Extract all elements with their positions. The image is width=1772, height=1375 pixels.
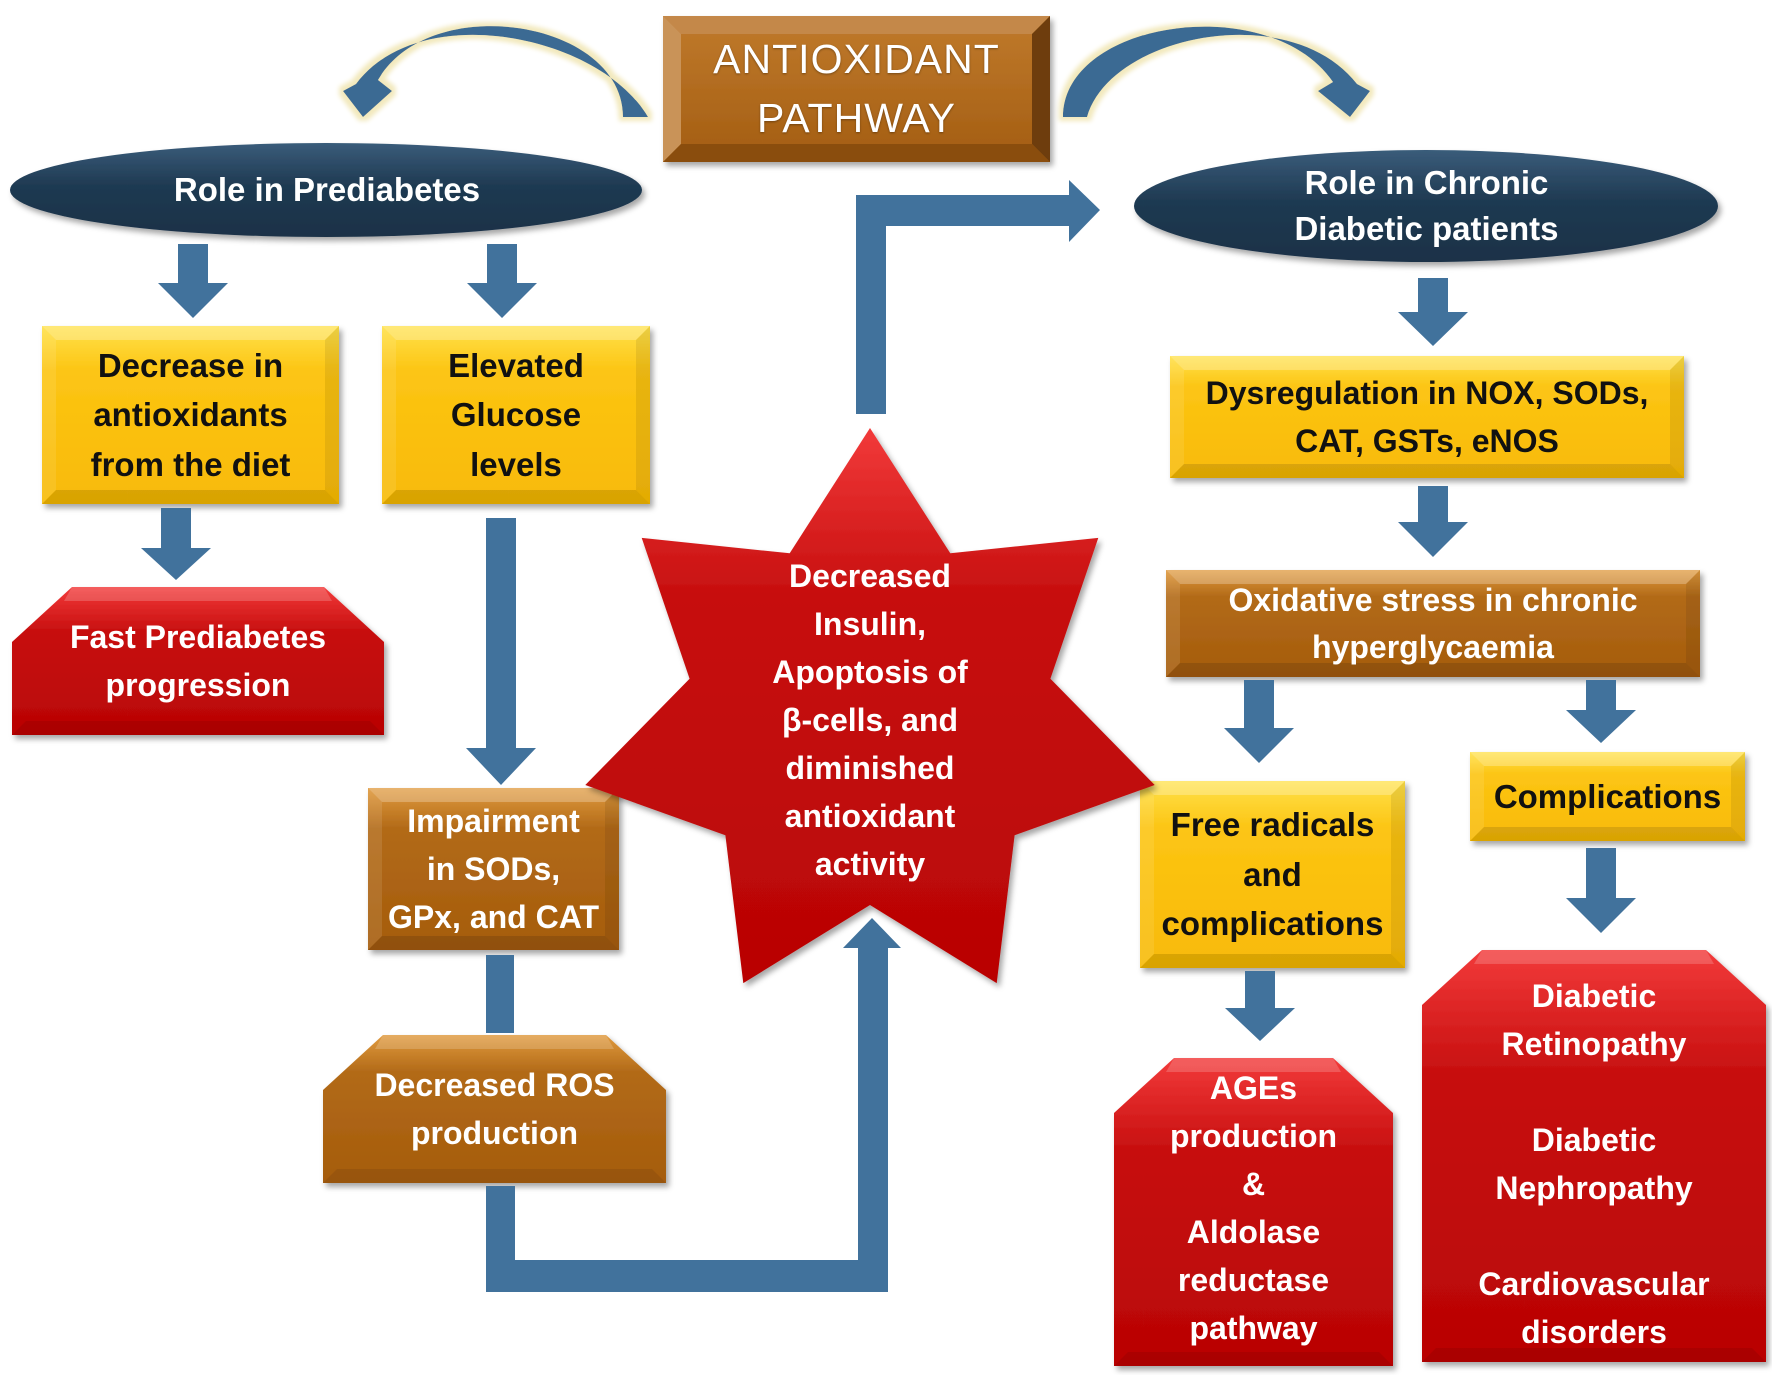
elbow-arrow-right-icon <box>856 180 1100 414</box>
loop-arrow-up-icon <box>486 918 901 1292</box>
connector-bar <box>486 955 514 1033</box>
fast-progression-shape <box>12 587 384 735</box>
ages-shape <box>1114 1058 1393 1366</box>
free-radicals-box: Free radicals and complications <box>1161 806 1384 943</box>
decrease-antioxidants-shape <box>42 326 339 504</box>
arrow-down-icon <box>1225 971 1295 1041</box>
impairment-shape <box>368 788 619 950</box>
prediabetes-header: Role in Prediabetes <box>173 171 481 209</box>
complications-shape <box>1470 752 1745 841</box>
arrow-down-icon <box>1224 680 1294 763</box>
dysregulation-box: Dysregulation in NOX, SODs, CAT, GSTs, e… <box>1205 375 1649 459</box>
ages-box: AGEs production & Aldolase reductase pat… <box>1169 1070 1338 1346</box>
complications-box: Complications <box>1493 777 1722 815</box>
elevated-glucose-shape <box>382 326 650 504</box>
oxidative-stress-box: Oxidative stress in chronic hyperglycaem… <box>1228 582 1638 665</box>
prediabetes-header-shape <box>10 143 642 237</box>
arrow-down-icon <box>467 244 537 318</box>
arrow-down-icon <box>1398 278 1468 346</box>
dysregulation-shape <box>1170 356 1684 478</box>
disorders-box: Diabetic Retinopathy Diabetic Nephropath… <box>1478 977 1710 1350</box>
decreased-ros-box: Decreased ROS production <box>374 1067 615 1151</box>
arrow-down-icon <box>158 244 228 318</box>
central-star-text: Decreased Insulin, Apoptosis of β-cells,… <box>772 558 968 882</box>
arrow-down-icon <box>1566 680 1636 743</box>
disorders-shape <box>1422 950 1766 1362</box>
curved-arrow-left-icon <box>343 26 648 117</box>
decreased-ros-shape <box>323 1035 666 1183</box>
decrease-antioxidants-box: Decrease in antioxidants from the diet <box>90 346 291 483</box>
oxidative-stress-shape <box>1166 570 1700 677</box>
curved-arrow-right-icon <box>1063 26 1370 117</box>
chronic-header: Role in Chronic Diabetic patients <box>1294 163 1559 247</box>
chronic-header-shape <box>1134 150 1718 262</box>
elevated-glucose-box: Elevated Glucose levels <box>448 346 584 483</box>
free-radicals-shape <box>1140 781 1405 968</box>
fast-progression-box: Fast Prediabetes progression <box>69 619 327 703</box>
arrow-down-icon <box>1566 848 1636 933</box>
central-star-shape <box>585 428 1155 984</box>
arrow-down-icon <box>466 518 536 785</box>
arrow-down-icon <box>1398 486 1468 557</box>
impairment-box: Impairment in SODs, GPx, and CAT <box>388 803 599 935</box>
title-box <box>663 16 1050 162</box>
title-label: ANTIOXIDANT PATHWAY <box>713 35 1000 141</box>
arrow-down-icon <box>141 508 211 580</box>
